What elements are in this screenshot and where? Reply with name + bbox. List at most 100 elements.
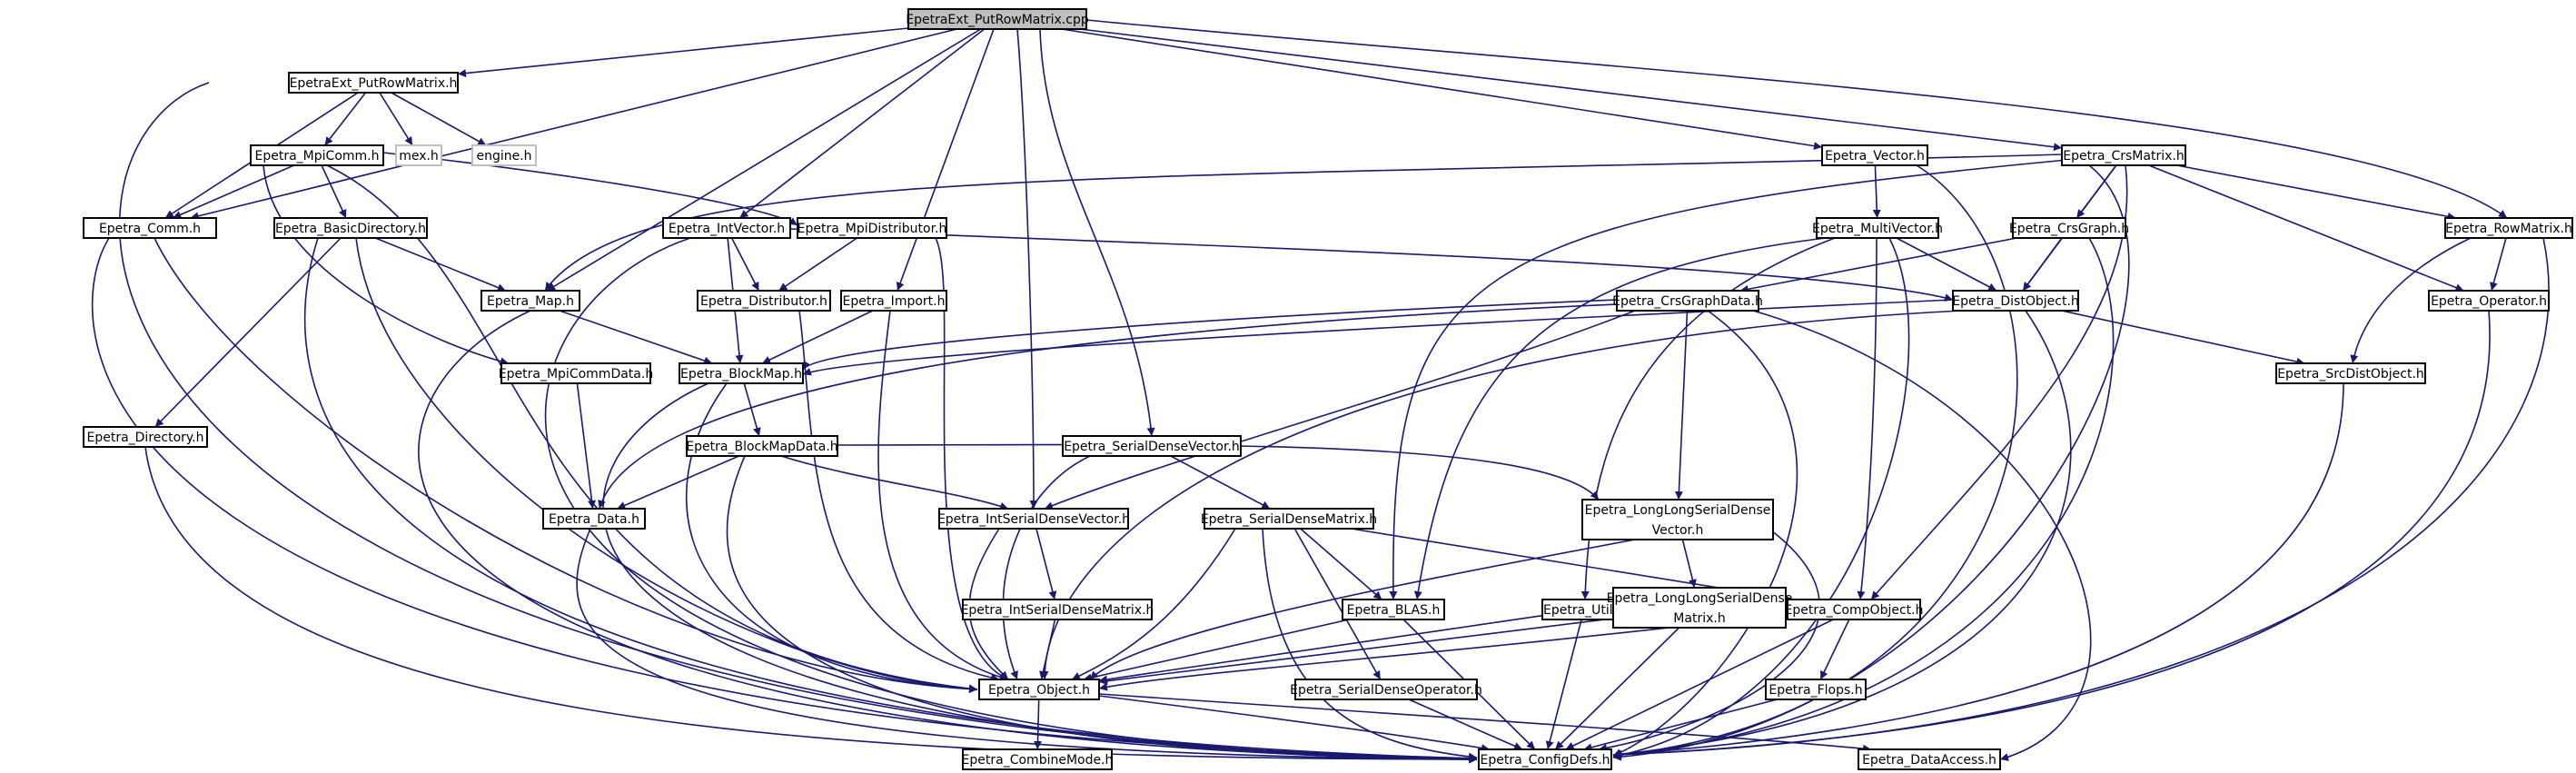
node-import[interactable]: Epetra_Import.h [840, 290, 947, 312]
node-compobject[interactable]: Epetra_CompObject.h [1785, 599, 1924, 620]
edge-llsdm-to-configdefs [1554, 627, 1680, 750]
node-serialdensematrix[interactable]: Epetra_SerialDenseMatrix.h [1201, 508, 1377, 530]
node-serialdenseoperator[interactable]: Epetra_SerialDenseOperator.h [1290, 679, 1482, 700]
node-box [500, 362, 651, 384]
edge-basicdir-to-map [374, 237, 507, 292]
node-box [907, 8, 1087, 30]
node-label: Epetra_Util.h [1543, 603, 1625, 618]
edge-serialdensevector-to-serialdensematrix [1170, 455, 1271, 510]
node-root[interactable]: EpetraExt_PutRowMatrix.cpp [906, 8, 1089, 30]
node-label: Epetra_IntSerialDenseVector.h [937, 512, 1130, 527]
edge-blockmapdata-to-llsdv [835, 443, 1600, 500]
edge-mpicomm-to-basicdir [321, 164, 347, 219]
node-data[interactable]: Epetra_Data.h [542, 508, 646, 530]
edge-directory-to-configdefs [144, 446, 1478, 764]
node-flops[interactable]: Epetra_Flops.h [1765, 679, 1867, 700]
node-box [395, 144, 442, 166]
edge-distributor-to-object [798, 310, 1000, 682]
node-putrow_h[interactable]: EpetraExt_PutRowMatrix.h [288, 72, 459, 94]
edge-rowmatrix-to-srcdistobject [2350, 237, 2472, 364]
edge-blockmapdata-to-data [617, 455, 739, 510]
node-box [1858, 748, 2001, 770]
node-multivector[interactable]: Epetra_MultiVector.h [1812, 217, 1943, 239]
node-intserialdensevector[interactable]: Epetra_IntSerialDenseVector.h [937, 508, 1130, 530]
node-mpicommdata[interactable]: Epetra_MpiCommData.h [499, 362, 653, 384]
node-crsgraph[interactable]: Epetra_CrsGraph.h [2009, 217, 2129, 239]
node-blockmapdata[interactable]: Epetra_BlockMapData.h [686, 435, 838, 457]
edge-crsmatrix-to-rowmatrix [2176, 164, 2456, 221]
node-label: Epetra_Import.h [843, 294, 946, 309]
edge-blas-to-object [1083, 619, 1350, 682]
edge-object-to-combinemode [1034, 699, 1043, 750]
edge-object-to-dataaccess [1098, 693, 1872, 753]
node-blas[interactable]: Epetra_BLAS.h [1342, 599, 1445, 620]
edge-root-to-vector [1061, 28, 1823, 151]
edge-crsmatrix-to-operator [2148, 164, 2464, 292]
node-box [2275, 362, 2426, 384]
edge-mpicommdata-to-data [576, 382, 596, 510]
node-label: Epetra_RowMatrix.h [2445, 222, 2572, 236]
node-distobject[interactable]: Epetra_DistObject.h [1952, 290, 2079, 312]
node-box [288, 72, 459, 94]
edge-root-to-rowmatrix [1085, 19, 2508, 219]
edge-serialdensematrix-to-object [1071, 528, 1236, 680]
node-label: Epetra_BlockMap.h [680, 367, 802, 382]
node-serialdensevector[interactable]: Epetra_SerialDenseVector.h [1062, 435, 1242, 457]
node-label: Epetra_LongLongSerialDense [1585, 503, 1771, 518]
node-directory[interactable]: Epetra_Directory.h [83, 426, 208, 448]
node-label: Epetra_CompObject.h [1785, 603, 1924, 618]
node-blockmap[interactable]: Epetra_BlockMap.h [679, 362, 804, 384]
edge-crsgraphdata-to-intserialdensevector [1044, 310, 1636, 510]
node-box [83, 426, 208, 448]
edge-crsgraphdata-to-llsdv [1674, 310, 1689, 500]
node-mpidist[interactable]: Epetra_MpiDistributor.h [797, 217, 947, 239]
node-srcdistobject[interactable]: Epetra_SrcDistObject.h [2275, 362, 2426, 384]
node-distributor[interactable]: Epetra_Distributor.h [697, 290, 831, 312]
node-box [1204, 508, 1374, 530]
node-label: EpetraExt_PutRowMatrix.h [290, 76, 458, 91]
edge-import-to-blockmap [761, 310, 874, 364]
edge-mpicomm-to-mpicommdata [263, 164, 510, 366]
node-box [1612, 587, 1787, 629]
node-label: mex.h [399, 149, 439, 164]
edge-llsdv-to-object [1089, 539, 1636, 680]
node-basicdir[interactable]: Epetra_BasicDirectory.h [273, 217, 428, 239]
node-mpicomm[interactable]: Epetra_MpiComm.h [250, 144, 384, 166]
edge-multivector-to-compobject [1857, 237, 1878, 600]
node-box [1816, 217, 1939, 239]
node-intserialdensematrix[interactable]: Epetra_IntSerialDenseMatrix.h [961, 599, 1154, 620]
edge-crsgraphdata-to-data [598, 303, 1618, 510]
edge-operator-to-configdefs [1612, 310, 2491, 759]
node-map[interactable]: Epetra_Map.h [481, 290, 580, 312]
node-crsgraphdata[interactable]: Epetra_CrsGraphData.h [1612, 290, 1763, 312]
edge-serialdensematrix-to-configdefs [1262, 528, 1478, 761]
node-label: Epetra_Distributor.h [700, 294, 827, 309]
edge-putrow_h-to-configdefs [119, 82, 1478, 764]
edge-vector-to-configdefs [1612, 164, 2018, 759]
node-label: Epetra_BasicDirectory.h [275, 222, 426, 236]
node-box [1765, 679, 1867, 700]
node-comm[interactable]: Epetra_Comm.h [83, 217, 217, 239]
node-intvector[interactable]: Epetra_IntVector.h [662, 217, 791, 239]
node-crsmatrix[interactable]: Epetra_CrsMatrix.h [2061, 144, 2186, 166]
node-label: Epetra_Directory.h [86, 431, 203, 445]
node-dataaccess[interactable]: Epetra_DataAccess.h [1858, 748, 2001, 770]
node-label: Epetra_Flops.h [1769, 683, 1862, 698]
node-configdefs[interactable]: Epetra_ConfigDefs.h [1478, 748, 1612, 770]
node-label: Epetra_IntSerialDenseMatrix.h [961, 603, 1154, 618]
node-rowmatrix[interactable]: Epetra_RowMatrix.h [2444, 217, 2573, 239]
node-object[interactable]: Epetra_Object.h [978, 679, 1100, 700]
edge-vector-to-multivector [1872, 164, 1881, 219]
edge-distobject-to-srcdistobject [2061, 310, 2305, 366]
node-label: Epetra_MpiComm.h [255, 149, 380, 164]
node-combinemode[interactable]: Epetra_CombineMode.h [962, 748, 1114, 770]
edge-serialdensematrix-to-blas [1300, 528, 1382, 600]
node-box [1952, 290, 2079, 312]
node-vector[interactable]: Epetra_Vector.h [1821, 144, 1928, 166]
edge-comm-to-configdefs [91, 237, 1478, 763]
edge-root-to-intvector [738, 28, 986, 219]
edge-comm-to-object [154, 237, 978, 694]
node-operator[interactable]: Epetra_Operator.h [2428, 290, 2550, 312]
